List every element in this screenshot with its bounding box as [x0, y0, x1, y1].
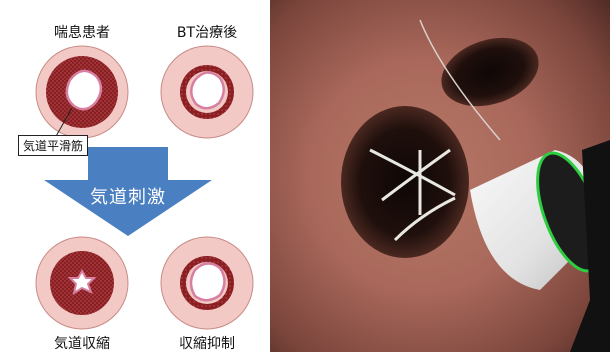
airway-constriction — [36, 237, 128, 329]
label-airway-smooth-muscle: 気道平滑筋 — [18, 135, 88, 156]
label-airway-stimulation: 気道刺激 — [90, 183, 166, 209]
airway-constriction-suppressed — [161, 237, 253, 329]
airway-diagram — [0, 0, 270, 352]
diagram-panel: 喘息患者 BT治療後 気道平滑筋 気道刺激 気道収縮 収縮抑制 — [0, 0, 270, 352]
bronchoscopy-image — [270, 0, 610, 352]
label-asthma-patient: 喘息患者 — [54, 22, 110, 42]
label-after-bt: BT治療後 — [177, 22, 237, 42]
label-airway-constriction: 気道収縮 — [54, 333, 110, 353]
bronchoscopy-illustration — [270, 0, 610, 352]
label-constriction-suppression: 収縮抑制 — [179, 333, 235, 353]
airway-after-bt — [161, 46, 253, 138]
airway-asthma-patient — [36, 46, 128, 138]
